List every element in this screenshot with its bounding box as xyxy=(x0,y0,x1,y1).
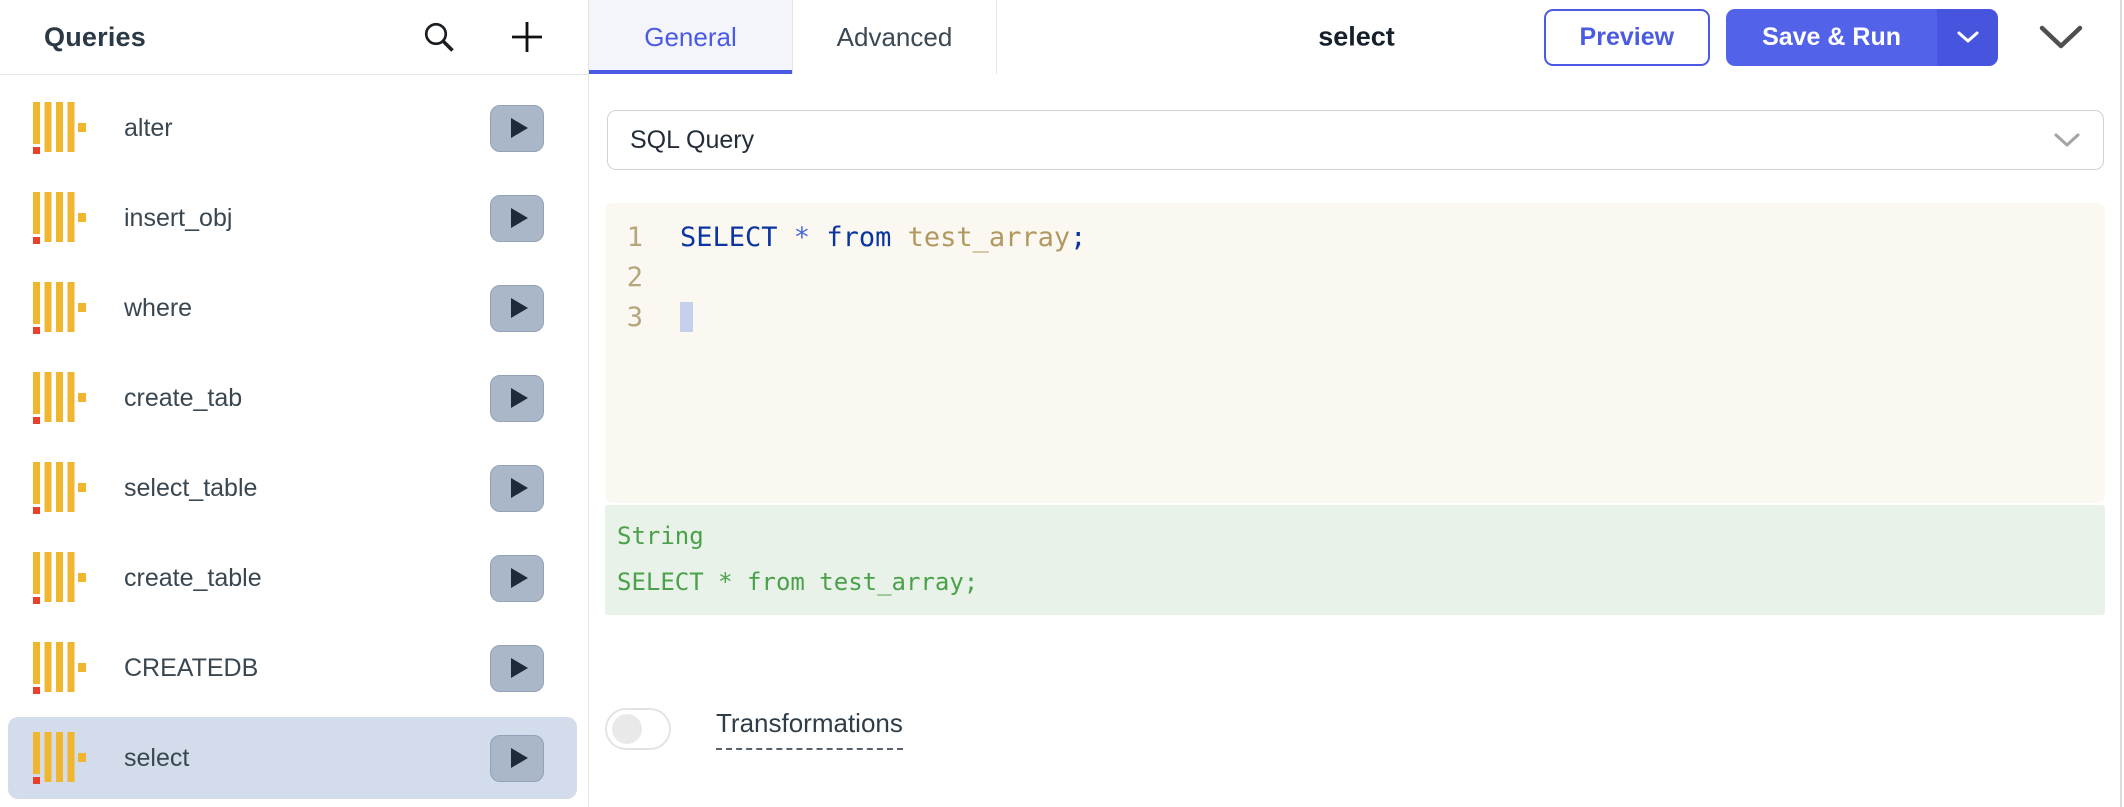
transformations-toggle[interactable] xyxy=(605,708,671,750)
query-label: create_tab xyxy=(124,383,243,412)
add-query-icon[interactable] xyxy=(506,16,548,58)
run-query-button[interactable] xyxy=(490,554,544,602)
chevron-down-icon xyxy=(1957,31,1978,43)
tab-advanced[interactable]: Advanced xyxy=(793,0,997,74)
database-query-icon xyxy=(33,552,86,604)
run-query-button[interactable] xyxy=(490,104,544,152)
editor-line: 2 xyxy=(605,258,2105,298)
play-icon xyxy=(510,208,528,228)
line-number: 1 xyxy=(626,222,643,253)
query-type-select[interactable]: SQL Query xyxy=(607,110,2104,170)
play-icon xyxy=(510,388,528,408)
line-number: 2 xyxy=(626,262,643,293)
evaluated-value-text: SELECT * from test_array; xyxy=(617,568,979,596)
topbar: General Advanced select Preview Save & R… xyxy=(589,0,2124,75)
tab-general[interactable]: General xyxy=(589,0,793,74)
run-query-button[interactable] xyxy=(490,194,544,242)
play-icon xyxy=(510,658,528,678)
query-list-item[interactable]: CREATEDB xyxy=(0,623,588,713)
query-list-item[interactable]: select_table xyxy=(0,443,588,533)
query-type-value: SQL Query xyxy=(630,125,755,154)
query-label: CREATEDB xyxy=(124,653,259,682)
editor-line: 1 SELECT * from test_array; xyxy=(605,218,2105,258)
query-label: select_table xyxy=(124,473,258,502)
database-query-icon xyxy=(33,372,86,424)
topbar-actions: Preview Save & Run xyxy=(1543,0,2084,74)
preview-button[interactable]: Preview xyxy=(1543,8,1711,66)
search-icon[interactable] xyxy=(418,16,460,58)
database-query-icon xyxy=(33,462,86,514)
play-icon xyxy=(510,478,528,498)
query-list-item[interactable]: create_tab xyxy=(0,353,588,443)
query-list: alter insert_obj xyxy=(0,75,588,803)
toggle-knob xyxy=(612,714,642,744)
sidebar-actions xyxy=(418,16,548,58)
query-name-title: select xyxy=(1318,21,1395,52)
play-icon xyxy=(510,298,528,318)
queries-sidebar: Queries xyxy=(0,0,589,807)
query-list-item[interactable]: alter xyxy=(0,83,588,173)
editor-lines: 1 SELECT * from test_array; 2 3 xyxy=(605,218,2105,338)
tab-advanced-label: Advanced xyxy=(836,21,953,52)
save-and-run-button[interactable]: Save & Run xyxy=(1726,8,1998,66)
query-list-item[interactable]: select xyxy=(0,713,588,803)
run-query-button[interactable] xyxy=(490,374,544,422)
query-label: insert_obj xyxy=(124,203,233,232)
sql-editor[interactable]: 1 SELECT * from test_array; 2 3 xyxy=(605,203,2105,503)
collapse-panel-chevron-icon[interactable] xyxy=(2038,22,2084,52)
query-list-item[interactable]: create_table xyxy=(0,533,588,623)
line-code xyxy=(680,298,693,338)
database-query-icon xyxy=(33,642,86,694)
line-number: 3 xyxy=(626,302,643,333)
query-list-item[interactable]: insert_obj xyxy=(0,173,588,263)
evaluated-value-popup: String SELECT * from test_array; xyxy=(605,505,2105,615)
query-label: alter xyxy=(124,113,173,142)
run-query-button[interactable] xyxy=(490,734,544,782)
editor-line: 3 xyxy=(605,298,2105,338)
query-label: where xyxy=(124,293,193,322)
save-and-run-label[interactable]: Save & Run xyxy=(1726,8,1937,66)
evaluated-type-label: String xyxy=(617,522,704,550)
query-label: create_table xyxy=(124,563,262,592)
play-icon xyxy=(510,118,528,138)
save-run-dropdown-caret[interactable] xyxy=(1937,8,1998,66)
play-icon xyxy=(510,568,528,588)
transformations-label[interactable]: Transformations xyxy=(716,708,903,750)
sidebar-title: Queries xyxy=(44,21,146,52)
query-editor-content: SQL Query 1 SELECT * from test_array; 2 … xyxy=(589,74,2124,807)
database-query-icon xyxy=(33,282,86,334)
window-right-edge xyxy=(2120,0,2122,807)
chevron-down-icon xyxy=(2053,132,2081,148)
transformations-row: Transformations xyxy=(605,708,903,750)
database-query-icon xyxy=(33,732,86,784)
database-query-icon xyxy=(33,102,86,154)
text-cursor xyxy=(680,301,693,332)
play-icon xyxy=(510,748,528,768)
tab-general-label: General xyxy=(644,21,737,52)
run-query-button[interactable] xyxy=(490,644,544,692)
query-list-item[interactable]: where xyxy=(0,263,588,353)
sidebar-header: Queries xyxy=(0,0,588,75)
query-label: select xyxy=(124,743,190,772)
database-query-icon xyxy=(33,192,86,244)
editor-tabs: General Advanced xyxy=(589,0,997,74)
line-code: SELECT * from test_array; xyxy=(680,222,1087,253)
run-query-button[interactable] xyxy=(490,284,544,332)
run-query-button[interactable] xyxy=(490,464,544,512)
